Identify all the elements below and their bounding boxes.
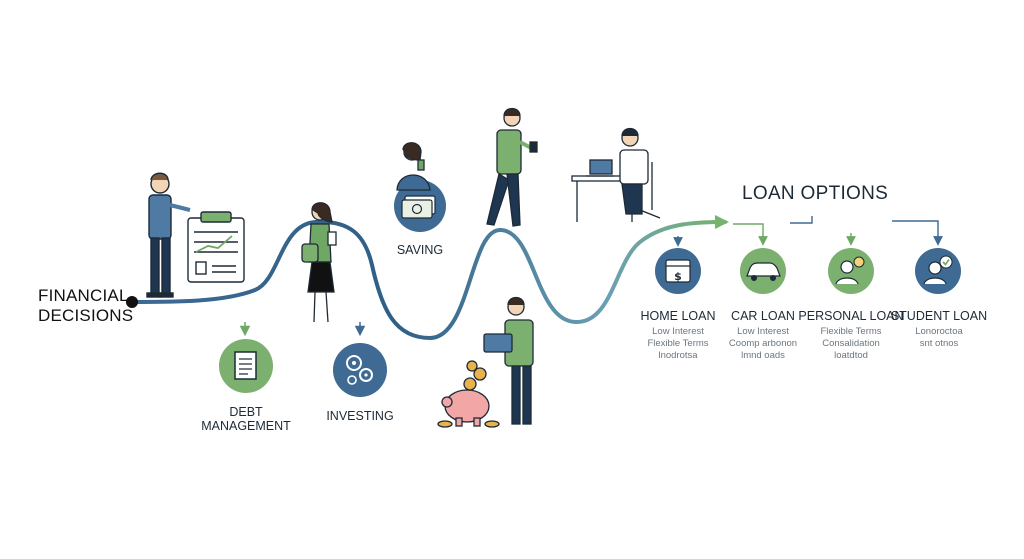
loan-connectors: [673, 216, 943, 247]
home-loan-details: Low Interest Flexible Terms lnodrotsa: [628, 326, 728, 362]
document-icon: [219, 339, 273, 393]
stage-debt-label: DEBT MANAGEMENT: [196, 405, 296, 434]
loan-options-title: LOAN OPTIONS: [742, 183, 889, 204]
student-check-icon: [915, 248, 961, 294]
car-icon: [740, 248, 786, 294]
personal-loan-label: PERSONAL LOAN: [798, 309, 904, 323]
man-with-laptop-figure: [483, 296, 534, 425]
start-dot: [126, 296, 138, 308]
stage-saving-label: SAVING: [370, 243, 470, 257]
student-loan-detail-1: Lonoroctoa: [915, 326, 963, 337]
stage-investing-label-line-1: INVESTING: [326, 409, 394, 423]
home-loan-label: HOME LOAN: [640, 309, 716, 323]
stage-investing-label: INVESTING: [310, 409, 410, 423]
home-loan-detail-3: lnodrotsa: [658, 349, 698, 361]
woman-calling-figure: [396, 142, 431, 191]
student-loan-details: Lonoroctoa snt otnos: [884, 326, 994, 350]
personal-loan-details: Flexible Terms Consalidation loatdtod: [796, 326, 906, 362]
start-label: FINANCIAL DECISIONS: [38, 286, 133, 325]
car-loan-detail-1: Low Interest: [737, 326, 789, 337]
stage-debt-label-line-1: DEBT: [229, 405, 263, 419]
journey-path: [130, 219, 727, 341]
personal-loan-detail-2: Consalidation: [822, 337, 880, 349]
car-loan-label: CAR LOAN: [731, 309, 795, 323]
personal-loan-detail-3: loatdtod: [834, 349, 868, 361]
svg-text:$: $: [674, 270, 682, 283]
man-walking-figure: [486, 107, 538, 227]
person-coin-icon: [828, 248, 874, 294]
journey-arrowhead: [715, 215, 729, 229]
analyst-figure: [146, 172, 191, 298]
student-loan-label: STUDENT LOAN: [890, 309, 988, 323]
car-loan-details: Low Interest Coomp arbonon lmnd oads: [713, 326, 813, 362]
home-loan-detail-2: Flexible Terms: [647, 337, 709, 349]
cash-icon: [394, 180, 446, 232]
calendar-dollar-icon: $: [655, 248, 701, 294]
stage-debt-label-line-2: MANAGEMENT: [201, 419, 291, 434]
piggy-bank-icon: [437, 360, 500, 428]
start-label-line-2: DECISIONS: [38, 305, 134, 325]
student-loan-detail-2: snt otnos: [919, 337, 959, 349]
chart-board-icon: [187, 211, 245, 283]
woman-with-phone-figure: [301, 202, 337, 323]
stage-saving-label-line-1: SAVING: [396, 243, 444, 257]
home-loan-detail-1: Low Interest: [652, 326, 704, 337]
gears-icon: [333, 343, 387, 397]
car-loan-detail-2: Coomp arbonon: [728, 337, 798, 349]
car-loan-detail-3: lmnd oads: [741, 349, 785, 361]
personal-loan-detail-1: Flexible Terms: [820, 326, 882, 337]
start-label-line-1: FINANCIAL: [38, 286, 129, 305]
man-at-desk-figure: [571, 127, 661, 222]
